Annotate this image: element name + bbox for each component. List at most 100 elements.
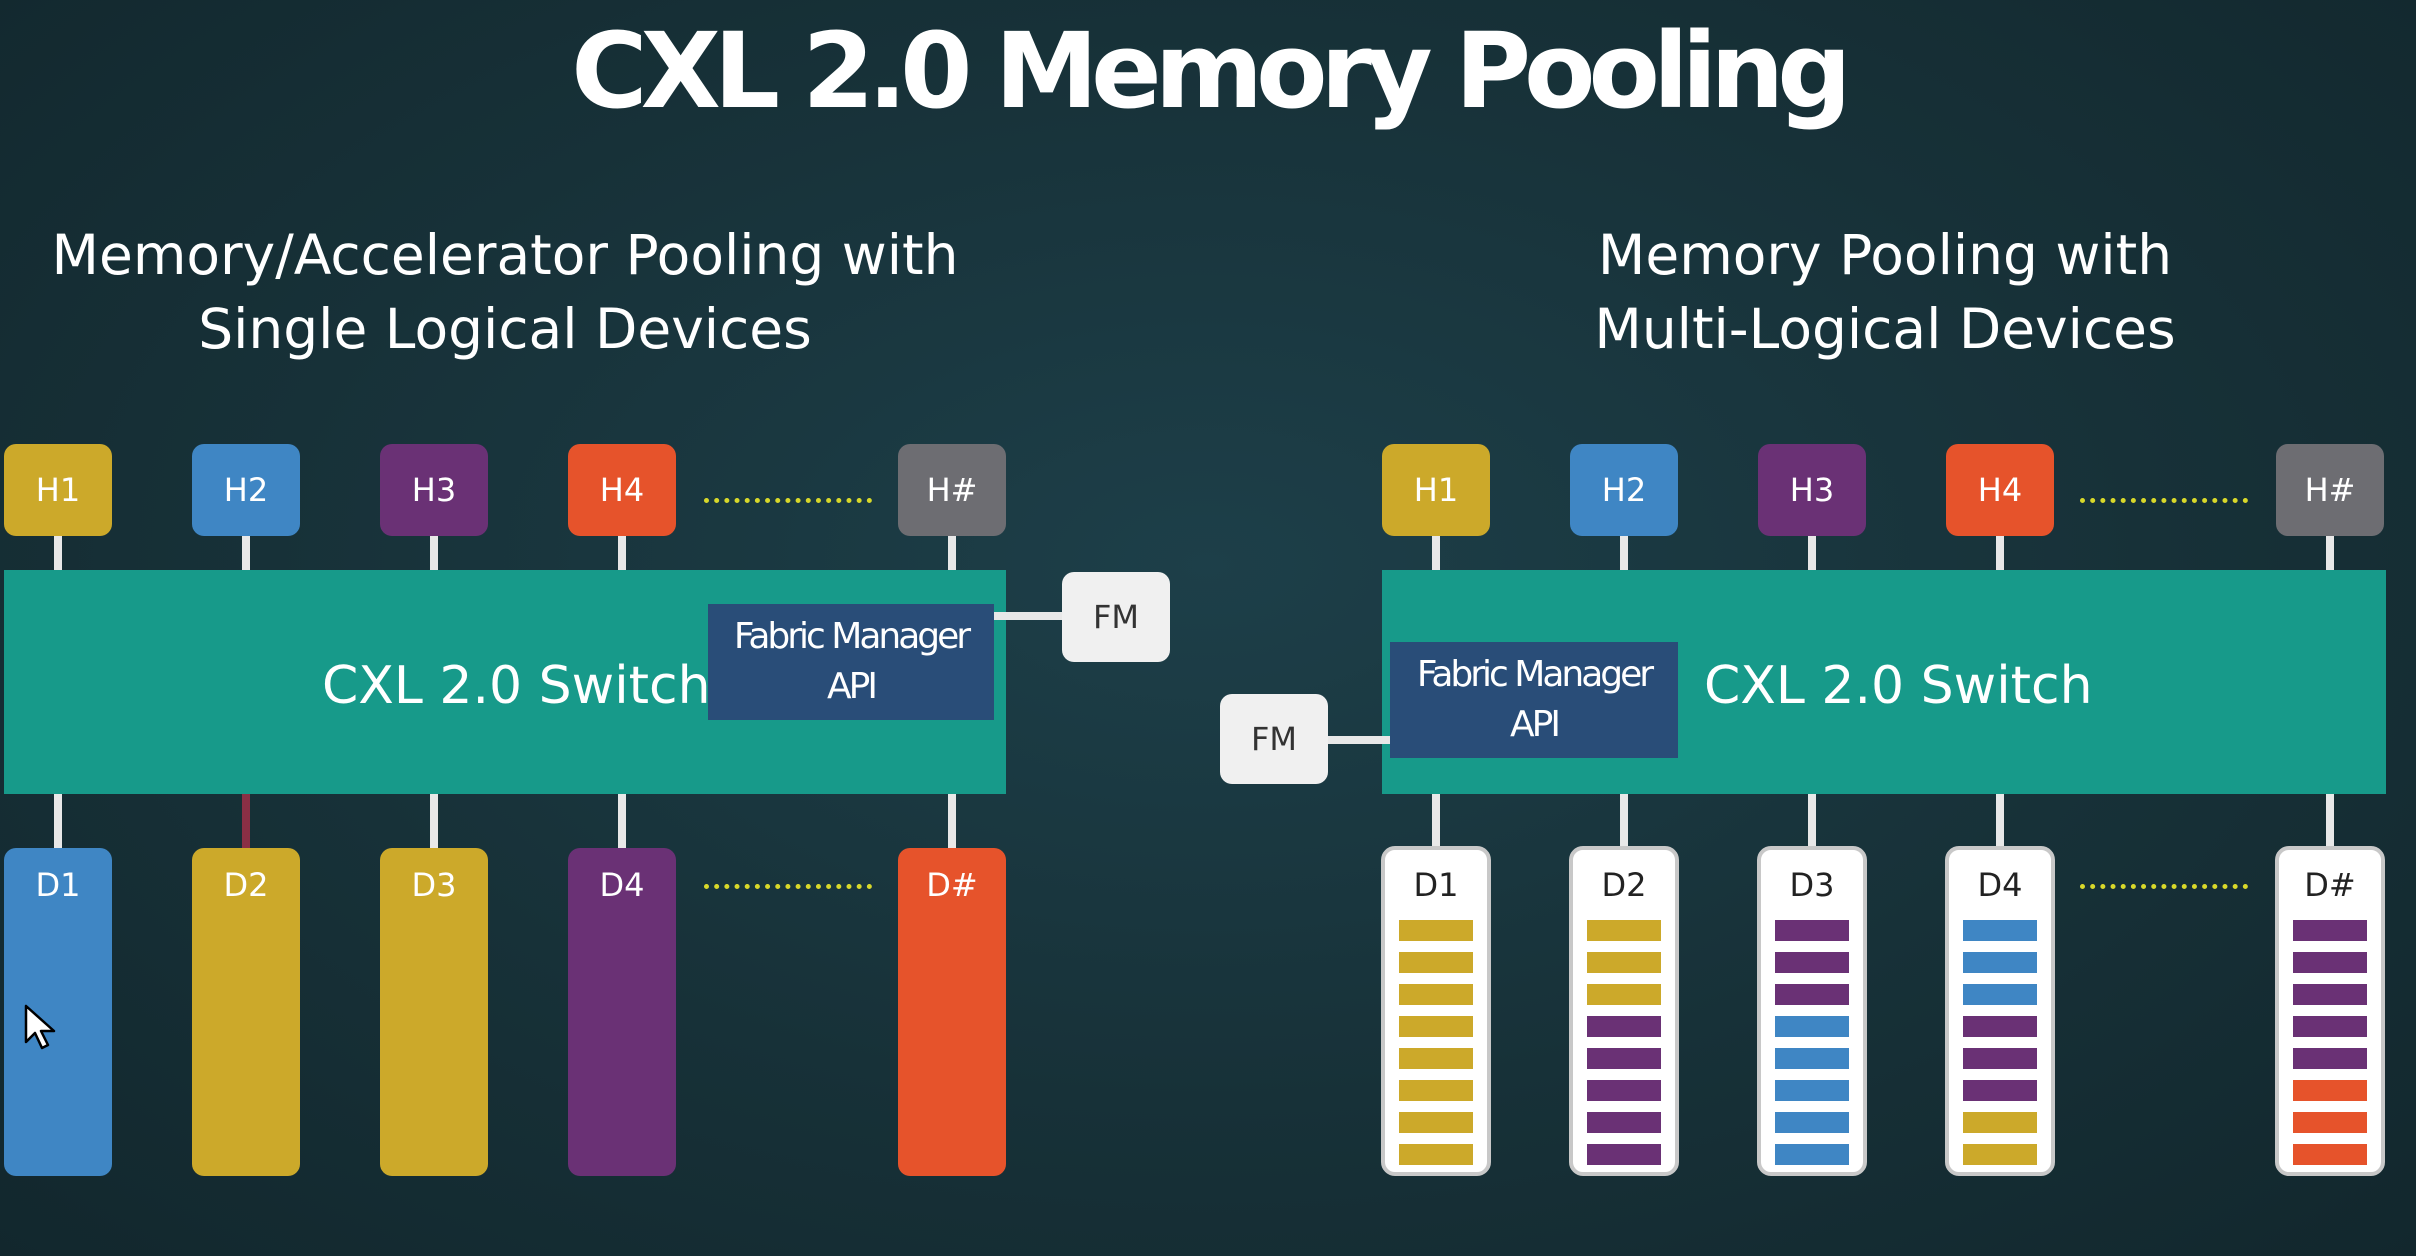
right-device-label: D1 [1413,866,1459,904]
partition-stripe [2293,920,2367,941]
partition-stripe [1587,1112,1661,1133]
partition-stripe [2293,952,2367,973]
partition-stripe [1587,952,1661,973]
partition-stripe [1775,1112,1849,1133]
right-fabric-manager-api: Fabric Manager API [1390,642,1678,758]
left-device-link-3 [430,794,438,848]
left-device-d2: D2 [192,848,300,1176]
right-host-link-4 [1996,534,2004,570]
right-device-d1: D1 [1381,846,1491,1176]
left-host-h3: H3 [380,444,488,536]
right-fm-link [1326,736,1390,744]
partition-stripe [1775,1080,1849,1101]
partition-stripe [2293,1016,2367,1037]
right-host-h2: H2 [1570,444,1678,536]
partition-stripe [1587,1080,1661,1101]
left-host-link-4 [618,534,626,570]
left-subtitle: Memory/Accelerator Pooling with Single L… [0,218,1010,366]
left-fm: FM [1062,572,1170,662]
left-host-link-2 [242,534,250,570]
partition-stripe [1963,1080,2037,1101]
right-host-link-5 [2326,534,2334,570]
partition-stripe [1587,920,1661,941]
left-host-link-3 [430,534,438,570]
left-fm-api-line1: Fabric Manager [733,616,971,657]
right-switch-label: CXL 2.0 Switch [1704,656,2093,716]
right-device-label: D3 [1789,866,1835,904]
left-subtitle-line2: Single Logical Devices [198,297,812,361]
right-host-link-1 [1432,534,1440,570]
right-device-link-3 [1808,794,1816,846]
left-host-h2: H2 [192,444,300,536]
left-device-link-5 [948,794,956,848]
right-host-h3: H3 [1758,444,1866,536]
left-host-h4: H4 [568,444,676,536]
partition-stripe [1775,1144,1849,1165]
left-fabric-manager-api: Fabric Manager API [708,604,994,720]
page-title: CXL 2.0 Memory Pooling [571,10,1851,132]
left-device-dn: D# [898,848,1006,1176]
partition-stripe [1587,1048,1661,1069]
right-host-h1: H1 [1382,444,1490,536]
partition-stripe [1399,1016,1473,1037]
right-device-dn: D# [2275,846,2385,1176]
partition-stripe [1775,1016,1849,1037]
partition-stripe [2293,1080,2367,1101]
right-host-ellipsis [2080,498,2248,503]
right-device-link-2 [1620,794,1628,846]
partition-stripe [1775,920,1849,941]
mouse-cursor-icon [24,1004,56,1050]
right-fm-api-line2: API [1510,704,1561,745]
right-subtitle-line1: Memory Pooling with [1597,223,2173,287]
right-device-link-1 [1432,794,1440,846]
right-device-d4: D4 [1945,846,2055,1176]
left-device-link-1 [54,794,62,848]
partition-stripe [1399,1144,1473,1165]
right-subtitle-line2: Multi-Logical Devices [1594,297,2176,361]
right-device-d2: D2 [1569,846,1679,1176]
partition-stripe [1587,1144,1661,1165]
partition-stripe [1775,952,1849,973]
right-device-label: D2 [1601,866,1647,904]
left-device-ellipsis [704,884,872,889]
right-device-label: D4 [1977,866,2023,904]
right-device-label: D# [2304,866,2356,904]
right-fm: FM [1220,694,1328,784]
partition-stripe [1963,1144,2037,1165]
partition-stripe [1963,920,2037,941]
left-device-link-4 [618,794,626,848]
left-fm-link [994,612,1062,620]
partition-stripe [2293,1112,2367,1133]
partition-stripe [1587,1016,1661,1037]
left-fm-api-line2: API [827,666,878,707]
right-device-d3: D3 [1757,846,1867,1176]
partition-stripe [1399,952,1473,973]
left-host-link-1 [54,534,62,570]
right-subtitle: Memory Pooling with Multi-Logical Device… [1380,218,2390,366]
partition-stripe [1399,984,1473,1005]
left-device-link-2 [242,794,250,848]
partition-stripe [1963,1112,2037,1133]
left-host-h1: H1 [4,444,112,536]
partition-stripe [2293,984,2367,1005]
partition-stripe [1963,1048,2037,1069]
partition-stripe [1963,1016,2037,1037]
partition-stripe [1399,1080,1473,1101]
right-fm-api-line1: Fabric Manager [1416,654,1654,695]
right-host-link-2 [1620,534,1628,570]
right-host-link-3 [1808,534,1816,570]
left-host-ellipsis [704,498,872,503]
left-host-link-5 [948,534,956,570]
right-host-h4: H4 [1946,444,2054,536]
partition-stripe [1587,984,1661,1005]
left-host-hn: H# [898,444,1006,536]
right-host-hn: H# [2276,444,2384,536]
left-device-d1: D1 [4,848,112,1176]
right-device-ellipsis [2080,884,2248,889]
left-subtitle-line1: Memory/Accelerator Pooling with [51,223,959,287]
right-device-link-5 [2326,794,2334,846]
right-device-link-4 [1996,794,2004,846]
partition-stripe [1399,920,1473,941]
partition-stripe [1775,984,1849,1005]
partition-stripe [2293,1144,2367,1165]
